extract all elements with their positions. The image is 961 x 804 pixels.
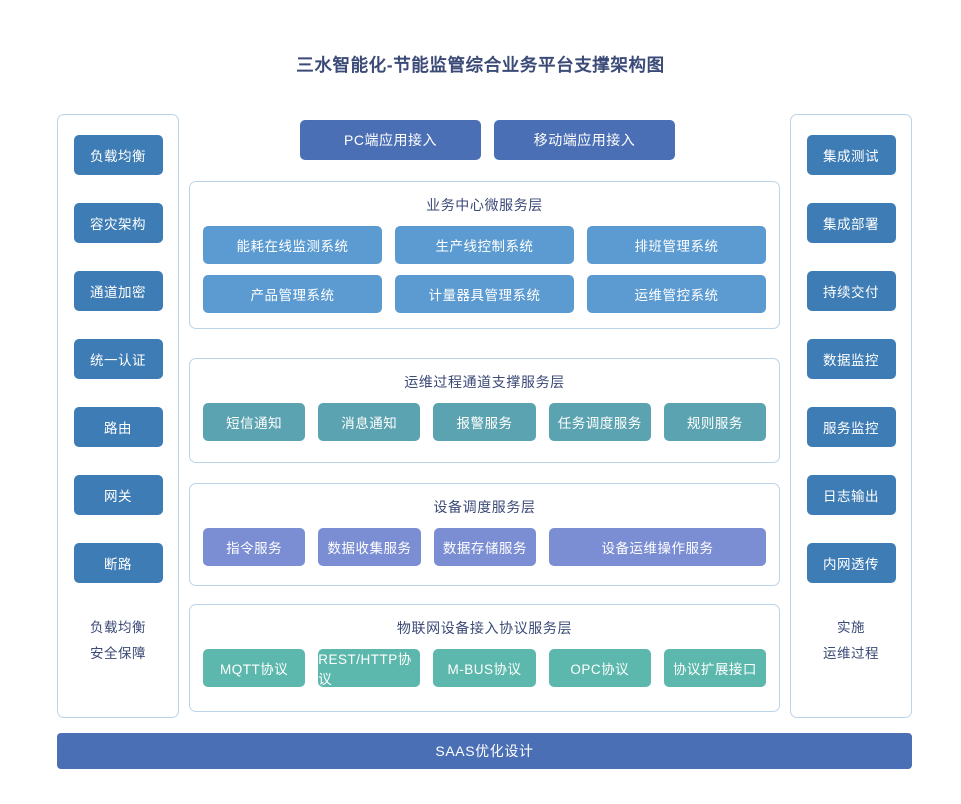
right-footer-line-2: 运维过程 <box>823 646 879 661</box>
right-chip-log-output[interactable]: 日志输出 <box>806 475 896 515</box>
left-chip-unified-auth[interactable]: 统一认证 <box>73 339 163 379</box>
left-chip-channel-encryption[interactable]: 通道加密 <box>73 271 163 311</box>
chip-task-scheduling-service[interactable]: 任务调度服务 <box>548 403 651 441</box>
chip-product-management[interactable]: 产品管理系统 <box>203 275 382 313</box>
chip-data-storage-service[interactable]: 数据存储服务 <box>433 528 537 566</box>
layer-protocol-title: 物联网设备接入协议服务层 <box>396 620 573 636</box>
access-chip-pc[interactable]: PC端应用接入 <box>300 120 481 160</box>
chip-mqtt-protocol[interactable]: MQTT协议 <box>203 649 306 687</box>
left-panel-footer: 负载均衡 安全保障 <box>90 615 146 667</box>
chip-energy-online-monitoring[interactable]: 能耗在线监测系统 <box>203 226 382 264</box>
layer-business-row-1: 能耗在线监测系统 生产线控制系统 排班管理系统 <box>203 226 766 264</box>
left-footer-line-2: 安全保障 <box>90 646 146 661</box>
layer-protocol-row-1: MQTT协议 REST/HTTP协议 M-BUS协议 OPC协议 协议扩展接口 <box>203 649 767 687</box>
left-chip-load-balance[interactable]: 负载均衡 <box>73 135 163 175</box>
right-panel-footer: 实施 运维过程 <box>823 615 879 667</box>
access-chip-mobile[interactable]: 移动端应用接入 <box>494 120 675 160</box>
layer-device-scheduling: 设备调度服务层 指令服务 数据收集服务 数据存储服务 设备运维操作服务 <box>189 483 780 586</box>
chip-opc-protocol[interactable]: OPC协议 <box>548 649 651 687</box>
chip-rest-http-protocol[interactable]: REST/HTTP协议 <box>318 649 421 687</box>
chip-metering-device-management[interactable]: 计量器具管理系统 <box>395 275 574 313</box>
layer-business-title: 业务中心微服务层 <box>426 197 543 213</box>
right-chip-integration-test[interactable]: 集成测试 <box>806 135 896 175</box>
left-chip-disaster-recovery[interactable]: 容灾架构 <box>73 203 163 243</box>
left-chip-circuit-breaker[interactable]: 断路 <box>73 543 163 583</box>
chip-command-service[interactable]: 指令服务 <box>203 528 306 566</box>
right-chip-data-monitoring[interactable]: 数据监控 <box>806 339 896 379</box>
chip-ops-control[interactable]: 运维管控系统 <box>587 275 766 313</box>
right-footer-line-1: 实施 <box>837 620 865 635</box>
layer-iot-protocol-access: 物联网设备接入协议服务层 MQTT协议 REST/HTTP协议 M-BUS协议 … <box>189 604 780 712</box>
chip-alarm-service[interactable]: 报警服务 <box>433 403 536 441</box>
layer-business-row-2: 产品管理系统 计量器具管理系统 运维管控系统 <box>203 275 766 313</box>
right-chip-intranet-tunnel[interactable]: 内网透传 <box>806 543 896 583</box>
layer-ops-channel-support: 运维过程通道支撑服务层 短信通知 消息通知 报警服务 任务调度服务 规则服务 <box>189 358 780 463</box>
layer-business-microservice: 业务中心微服务层 能耗在线监测系统 生产线控制系统 排班管理系统 产品管理系统 … <box>189 181 780 329</box>
right-chip-continuous-delivery[interactable]: 持续交付 <box>806 271 896 311</box>
chip-data-collection-service[interactable]: 数据收集服务 <box>318 528 421 566</box>
left-footer-line-1: 负载均衡 <box>90 620 146 635</box>
chip-device-ops-operation-service[interactable]: 设备运维操作服务 <box>549 528 766 566</box>
right-chip-integration-deploy[interactable]: 集成部署 <box>806 203 896 243</box>
chip-production-line-control[interactable]: 生产线控制系统 <box>395 226 574 264</box>
page-title: 三水智能化-节能监管综合业务平台支撑架构图 <box>296 55 665 75</box>
layer-ops-row-1: 短信通知 消息通知 报警服务 任务调度服务 规则服务 <box>203 403 767 441</box>
chip-shift-management[interactable]: 排班管理系统 <box>587 226 766 264</box>
layer-ops-title: 运维过程通道支撑服务层 <box>404 374 565 390</box>
layer-device-row-1: 指令服务 数据收集服务 数据存储服务 设备运维操作服务 <box>203 528 766 566</box>
right-devops-panel: 集成测试 集成部署 持续交付 数据监控 服务监控 日志输出 内网透传 实施 运维… <box>790 114 912 718</box>
right-chip-service-monitoring[interactable]: 服务监控 <box>806 407 896 447</box>
chip-sms-notification[interactable]: 短信通知 <box>203 403 306 441</box>
saas-optimization-bar[interactable]: SAAS优化设计 <box>57 733 912 769</box>
left-chip-gateway[interactable]: 网关 <box>73 475 163 515</box>
application-access-row: PC端应用接入 移动端应用接入 <box>300 120 675 160</box>
left-capability-panel: 负载均衡 容灾架构 通道加密 统一认证 路由 网关 断路 负载均衡 安全保障 <box>57 114 179 718</box>
left-chip-routing[interactable]: 路由 <box>73 407 163 447</box>
chip-message-notification[interactable]: 消息通知 <box>318 403 421 441</box>
chip-rule-service[interactable]: 规则服务 <box>663 403 767 441</box>
chip-mbus-protocol[interactable]: M-BUS协议 <box>433 649 536 687</box>
layer-device-title: 设备调度服务层 <box>433 499 536 515</box>
chip-protocol-extension-interface[interactable]: 协议扩展接口 <box>663 649 767 687</box>
